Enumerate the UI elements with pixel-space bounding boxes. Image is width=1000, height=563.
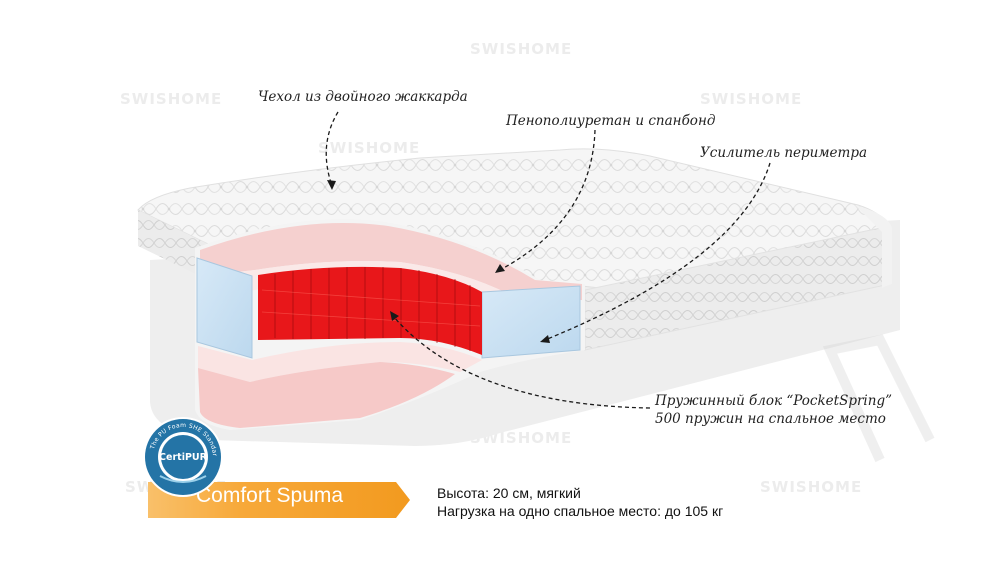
callout-spring-count: 500 пружин на спальное место bbox=[655, 411, 886, 427]
callout-spring-title: Пружинный блок “PocketSpring” bbox=[655, 393, 892, 409]
certipur-logo: The PU Foam SHE Standard CertiPUR bbox=[142, 416, 223, 497]
spec-load: Нагрузка на одно спальное место: до 105 … bbox=[437, 503, 724, 519]
badge-name: CertiPUR bbox=[159, 452, 208, 463]
callout-foam: Пенополиуретан и спанбонд bbox=[506, 113, 716, 129]
spec-height: Высота: 20 см, мягкий bbox=[437, 485, 581, 501]
callout-cover: Чехол из двойного жаккарда bbox=[258, 89, 468, 105]
product-banner bbox=[148, 482, 410, 518]
callout-perimeter: Усилитель периметра bbox=[700, 145, 868, 161]
product-name: Comfort Spuma bbox=[196, 484, 344, 507]
